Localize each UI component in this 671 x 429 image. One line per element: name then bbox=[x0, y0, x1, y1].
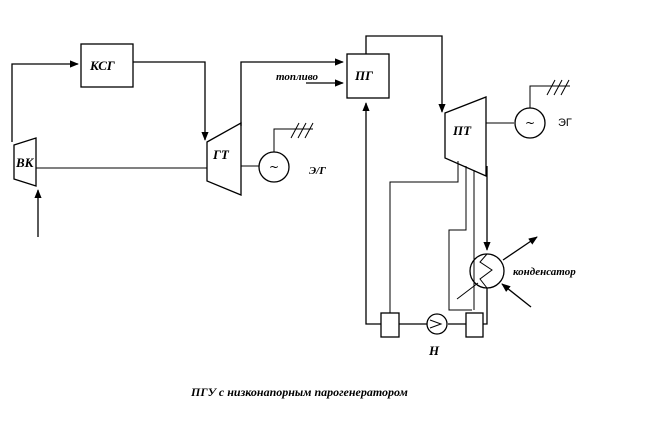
steam-generator-label: ЭГ bbox=[558, 117, 572, 129]
steam-turbine-pt: ПТ bbox=[444, 96, 487, 177]
steam-generator-pg: ПГ bbox=[346, 53, 390, 99]
pt-label: ПТ bbox=[452, 123, 472, 138]
compressor-vk: ВК bbox=[13, 137, 37, 187]
feedwater-line bbox=[362, 102, 381, 325]
gas-generator-symbol: ~ bbox=[269, 160, 279, 174]
exhaust-gas-line bbox=[240, 58, 344, 126]
hot-gas-line bbox=[133, 61, 209, 141]
pg-label: ПГ bbox=[354, 68, 373, 83]
feed-pump-h bbox=[426, 313, 448, 335]
gas-generator-ground-icon bbox=[273, 122, 314, 152]
cooling-water-out-arrow bbox=[502, 236, 538, 261]
condenser-label: конденсатор bbox=[513, 266, 576, 278]
fuel-label: топливо bbox=[276, 71, 319, 83]
cooling-water-in-arrow bbox=[501, 283, 532, 308]
gas-generator-label: Э/Г bbox=[309, 165, 326, 177]
condenser bbox=[456, 253, 505, 300]
gt-label: ГТ bbox=[212, 147, 230, 162]
compressed-air-line bbox=[11, 60, 79, 142]
diagram-caption: ПГУ с низконапорным парогенератором bbox=[190, 385, 408, 399]
extraction-line-1 bbox=[389, 161, 459, 314]
gas-generator: ~ bbox=[258, 151, 290, 183]
compressor-label: ВК bbox=[15, 155, 35, 170]
heater-left bbox=[380, 312, 400, 338]
pump-label: Н bbox=[428, 343, 440, 358]
condensate-line bbox=[483, 288, 488, 325]
combustion-chamber-ksg: КСГ bbox=[80, 43, 134, 88]
gas-turbine-gt: ГТ bbox=[206, 121, 242, 196]
ksg-label: КСГ bbox=[89, 58, 115, 73]
steam-generator-ground-icon bbox=[529, 79, 570, 108]
heater-right bbox=[465, 312, 484, 338]
live-steam-line bbox=[365, 35, 446, 113]
extraction-line-2 bbox=[448, 166, 472, 311]
steam-generator-symbol: ~ bbox=[525, 116, 535, 130]
steam-generator-eg: ~ bbox=[514, 107, 546, 139]
